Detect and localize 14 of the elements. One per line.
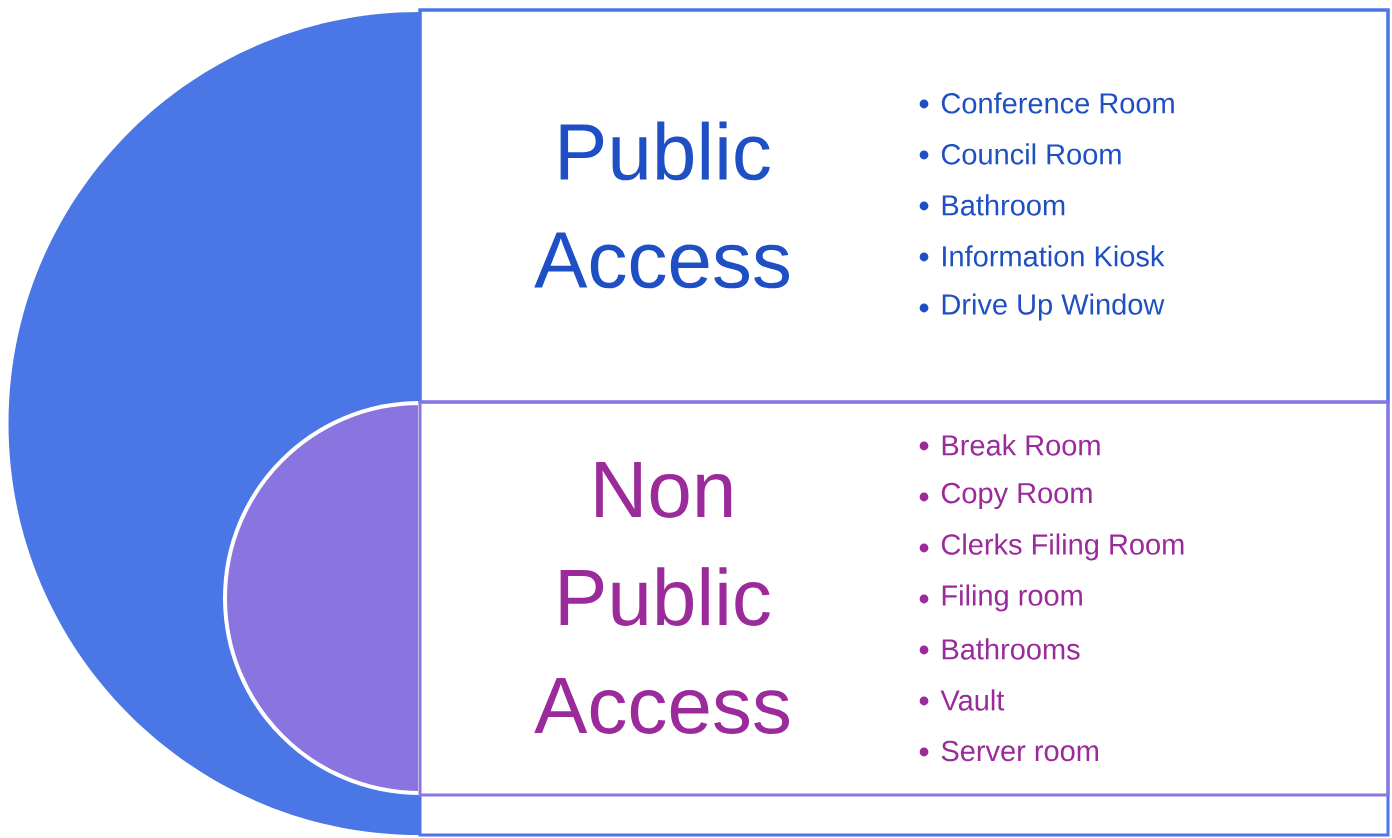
list-item: Copy Room [941, 482, 1092, 510]
list-item: Information Kiosk [943, 245, 1165, 267]
list-item: Server room [941, 740, 1098, 762]
list-item: Vault [940, 689, 1005, 711]
list-item: Conference Room [941, 92, 1174, 114]
heading: Non Public Access [534, 462, 790, 734]
list-item: Clerks Filing Room [941, 533, 1184, 561]
list-item: Filing room [942, 584, 1082, 612]
list-item: Break Room [942, 434, 1100, 456]
list-item: Council Room [941, 143, 1121, 165]
list-item: Bathroom [942, 194, 1065, 216]
list-item: Drive Up Window [942, 293, 1165, 321]
list-item: Bathrooms [942, 638, 1080, 660]
heading: Public Access [534, 121, 790, 289]
